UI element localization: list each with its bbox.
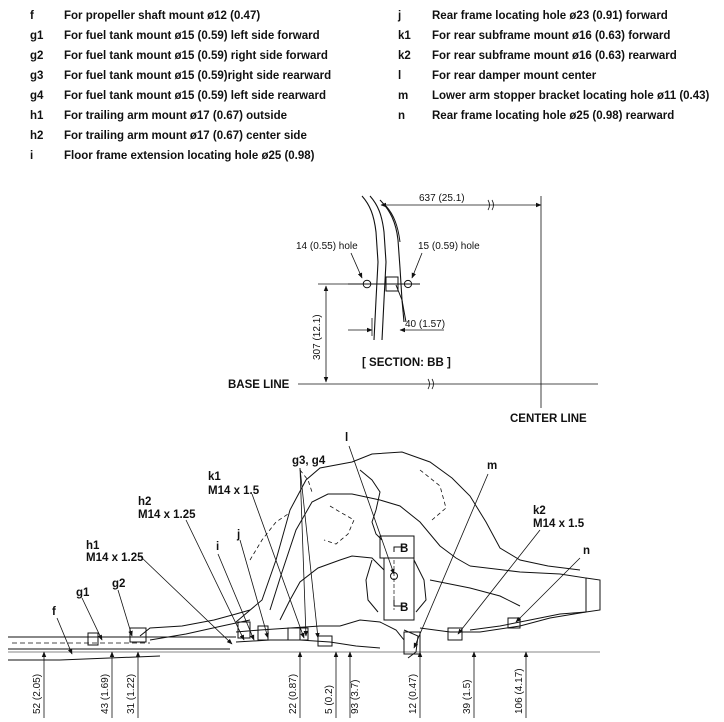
- dim-307: 307 (12.1): [312, 314, 323, 360]
- dim-637: 637 (25.1): [419, 193, 465, 204]
- callout-j: j: [236, 529, 240, 541]
- base-line-label: BASE LINE: [228, 379, 290, 391]
- dim-22: 22 (0.87): [288, 674, 299, 714]
- dim-39: 39 (1.5): [462, 680, 473, 714]
- section-marker-b-top: B: [400, 543, 408, 555]
- callout-leaders: [56, 445, 581, 655]
- callout-k2-thread: M14 x 1.5: [533, 518, 585, 530]
- callout-g3-g4: g3, g4: [292, 455, 326, 467]
- dim-12: 12 (0.47): [408, 674, 419, 714]
- callout-m: m: [487, 460, 497, 472]
- dim-52: 52 (2.05): [32, 674, 43, 714]
- section-bb: [298, 195, 598, 408]
- center-line-label: CENTER LINE: [510, 413, 587, 425]
- callout-h1-thread: M14 x 1.25: [86, 552, 144, 564]
- callout-k1-thread: M14 x 1.5: [208, 485, 260, 497]
- callout-h2-thread: M14 x 1.25: [138, 509, 196, 521]
- bottom-dimension-lines: [8, 651, 600, 718]
- section-title: [ SECTION: BB ]: [362, 357, 451, 369]
- dim-93: 93 (3.7): [350, 680, 361, 714]
- dim-106: 106 (4.17): [514, 668, 525, 714]
- dim-43: 43 (1.69): [100, 674, 111, 714]
- callout-l: l: [345, 432, 348, 444]
- callout-k2: k2: [533, 505, 546, 517]
- callout-i: i: [216, 541, 219, 553]
- callout-f: f: [52, 606, 56, 618]
- callout-n: n: [583, 545, 590, 557]
- label-14-hole: 14 (0.55) hole: [296, 241, 358, 252]
- callout-g2: g2: [112, 578, 125, 590]
- dim-40: 40 (1.57): [405, 319, 445, 330]
- dim-31: 31 (1.22): [126, 674, 137, 714]
- section-marker-b-bottom: B: [400, 602, 408, 614]
- label-15-hole: 15 (0.59) hole: [418, 241, 480, 252]
- callout-h2: h2: [138, 496, 151, 508]
- callout-g1: g1: [76, 587, 90, 599]
- callout-k1: k1: [208, 471, 221, 483]
- callout-h1: h1: [86, 540, 100, 552]
- dim-5: 5 (0.2): [324, 685, 335, 714]
